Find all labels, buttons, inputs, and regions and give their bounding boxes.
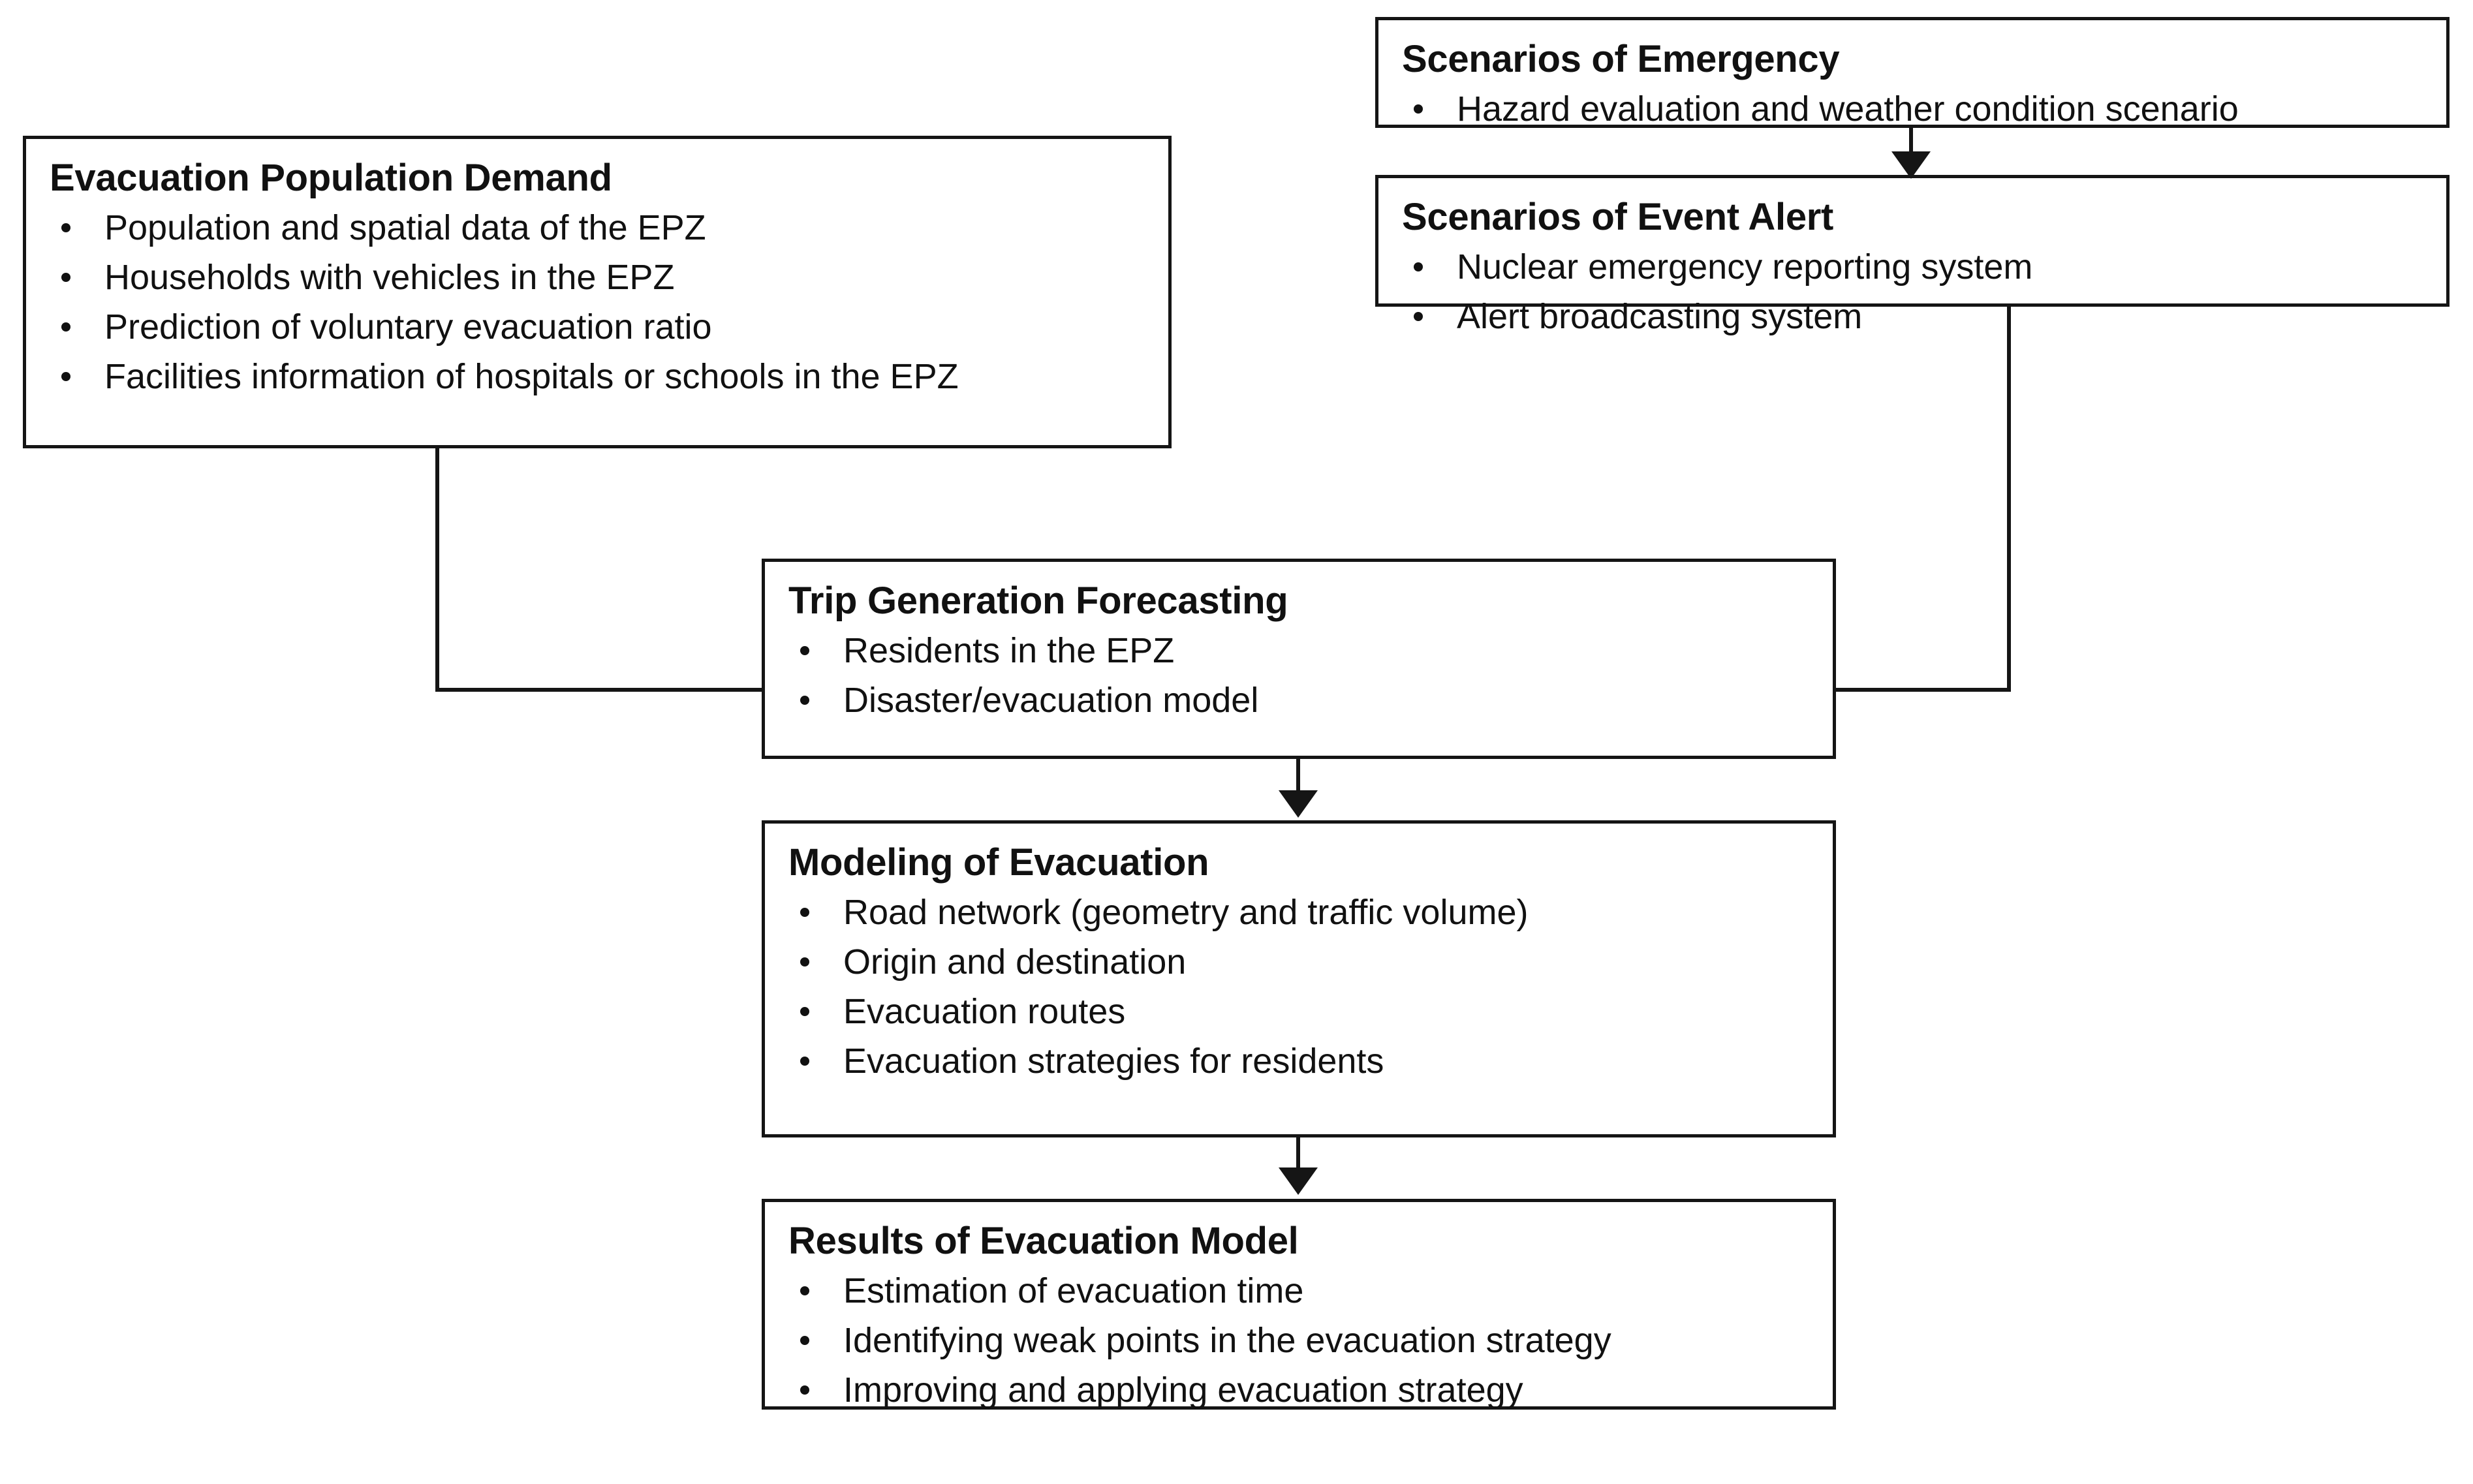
list-item: Alert broadcasting system xyxy=(1401,296,2424,339)
list-item: Road network (geometry and traffic volum… xyxy=(787,891,1811,935)
bullet-list: Hazard evaluation and weather condition … xyxy=(1401,88,2424,131)
list-item-label: Evacuation routes xyxy=(843,992,1126,1032)
list-item-label: Alert broadcasting system xyxy=(1457,297,1863,337)
node-results-of-evacuation-model[interactable]: Results of Evacuation Model Estimation o… xyxy=(762,1199,1836,1410)
connector-population-demand-run xyxy=(435,688,765,692)
bullet-dot-icon xyxy=(800,696,809,705)
list-item-label: Identifying weak points in the evacuatio… xyxy=(843,1321,1611,1361)
list-item: Prediction of voluntary evacuation ratio xyxy=(48,306,1146,349)
list-item: Hazard evaluation and weather condition … xyxy=(1401,88,2424,131)
list-item-label: Hazard evaluation and weather condition … xyxy=(1457,89,2239,129)
list-item-label: Disaster/evacuation model xyxy=(843,681,1259,720)
list-item-label: Origin and destination xyxy=(843,942,1187,982)
node-evacuation-population-demand[interactable]: Evacuation Population Demand Population … xyxy=(23,136,1172,448)
node-scenarios-of-emergency[interactable]: Scenarios of Emergency Hazard evaluation… xyxy=(1375,17,2450,131)
node-scenarios-of-event-alert[interactable]: Scenarios of Event Alert Nuclear emergen… xyxy=(1375,175,2450,336)
list-item-label: Nuclear emergency reporting system xyxy=(1457,247,2033,287)
node-modeling-of-evacuation[interactable]: Modeling of Evacuation Road network (geo… xyxy=(762,820,1836,1137)
bullet-dot-icon xyxy=(61,371,70,381)
list-item-label: Evacuation strategies for residents xyxy=(843,1042,1384,1081)
bullet-dot-icon xyxy=(800,646,809,656)
bullet-dot-icon xyxy=(1414,262,1423,272)
connector-modeling-to-results xyxy=(1296,1137,1300,1170)
connector-trip-generation-to-modeling xyxy=(1296,759,1300,794)
list-item-label: Prediction of voluntary evacuation ratio xyxy=(104,307,712,347)
list-item: Origin and destination xyxy=(787,941,1811,984)
bullet-dot-icon xyxy=(800,908,809,918)
connector-event-alert-drop xyxy=(2007,307,2011,692)
bullet-dot-icon xyxy=(61,322,70,332)
list-item-label: Population and spatial data of the EPZ xyxy=(104,208,706,248)
bullet-dot-icon xyxy=(61,273,70,283)
node-title: Trip Generation Forecasting xyxy=(788,580,1288,622)
connector-population-demand-drop xyxy=(435,448,439,692)
list-item: Population and spatial data of the EPZ xyxy=(48,207,1146,250)
node-trip-generation-forecasting[interactable]: Trip Generation Forecasting Residents in… xyxy=(762,559,1836,759)
bullet-dot-icon xyxy=(800,1007,809,1017)
arrowhead-icon xyxy=(1279,790,1318,818)
bullet-dot-icon xyxy=(1414,312,1423,322)
list-item-label: Road network (geometry and traffic volum… xyxy=(843,893,1529,933)
list-item-label: Facilities information of hospitals or s… xyxy=(104,357,959,397)
node-title: Scenarios of Event Alert xyxy=(1402,196,1834,238)
list-item: Disaster/evacuation model xyxy=(787,679,1811,722)
bullet-list: Road network (geometry and traffic volum… xyxy=(787,891,1811,1083)
list-item: Residents in the EPZ xyxy=(787,630,1811,673)
bullet-list: Nuclear emergency reporting system Alert… xyxy=(1401,246,2424,339)
list-item: Evacuation strategies for residents xyxy=(787,1040,1811,1083)
bullet-dot-icon xyxy=(800,1336,809,1346)
connector-emergency-to-event-alert xyxy=(1909,128,1913,159)
list-item: Estimation of evacuation time xyxy=(787,1270,1811,1313)
bullet-dot-icon xyxy=(1414,104,1423,114)
list-item-label: Improving and applying evacuation strate… xyxy=(843,1370,1523,1410)
connector-event-alert-run xyxy=(1833,688,2011,692)
list-item: Facilities information of hospitals or s… xyxy=(48,356,1146,399)
node-title: Modeling of Evacuation xyxy=(788,841,1209,884)
bullet-dot-icon xyxy=(800,1385,809,1395)
node-title: Evacuation Population Demand xyxy=(50,157,612,199)
list-item: Improving and applying evacuation strate… xyxy=(787,1369,1811,1412)
list-item: Identifying weak points in the evacuatio… xyxy=(787,1320,1811,1363)
bullet-list: Estimation of evacuation time Identifyin… xyxy=(787,1270,1811,1412)
bullet-list: Population and spatial data of the EPZ H… xyxy=(48,207,1146,399)
list-item: Nuclear emergency reporting system xyxy=(1401,246,2424,289)
list-item-label: Households with vehicles in the EPZ xyxy=(104,258,675,298)
bullet-list: Residents in the EPZ Disaster/evacuation… xyxy=(787,630,1811,722)
node-title: Scenarios of Emergency xyxy=(1402,38,1840,80)
bullet-dot-icon xyxy=(800,1286,809,1296)
arrowhead-icon xyxy=(1891,151,1931,179)
list-item-label: Estimation of evacuation time xyxy=(843,1271,1304,1311)
node-title: Results of Evacuation Model xyxy=(788,1220,1299,1262)
list-item: Evacuation routes xyxy=(787,991,1811,1034)
bullet-dot-icon xyxy=(800,1056,809,1066)
list-item-label: Residents in the EPZ xyxy=(843,631,1175,671)
list-item: Households with vehicles in the EPZ xyxy=(48,256,1146,300)
bullet-dot-icon xyxy=(800,957,809,967)
arrowhead-icon xyxy=(1279,1167,1318,1195)
bullet-dot-icon xyxy=(61,223,70,233)
